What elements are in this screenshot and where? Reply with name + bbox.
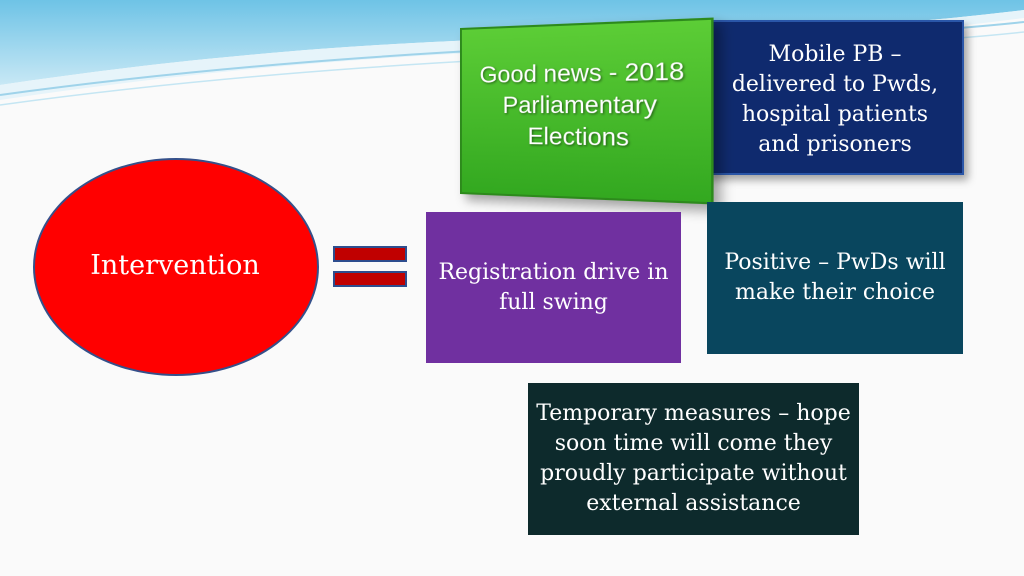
mobile-pb-box: Mobile PB – delivered to Pwds, hospital … bbox=[706, 20, 964, 175]
positive-box: Positive – PwDs will make their choice bbox=[707, 202, 963, 354]
positive-text: Positive – PwDs will make their choice bbox=[724, 250, 946, 305]
good-news-card: Good news - 2018 Parliamentary Elections bbox=[460, 17, 714, 205]
mobile-pb-text: Mobile PB – delivered to Pwds, hospital … bbox=[731, 42, 939, 157]
registration-box: Registration drive in full swing bbox=[426, 212, 681, 363]
equals-bar-bottom bbox=[333, 271, 407, 287]
intervention-oval bbox=[33, 158, 319, 376]
equals-bar-top bbox=[333, 246, 407, 262]
intervention-label: Intervention bbox=[90, 250, 260, 281]
temporary-measures-text: Temporary measures – hope soon time will… bbox=[536, 401, 851, 516]
good-news-text: Good news - 2018 Parliamentary Elections bbox=[479, 56, 685, 152]
temporary-measures-box: Temporary measures – hope soon time will… bbox=[528, 383, 859, 535]
registration-text: Registration drive in full swing bbox=[438, 259, 669, 315]
